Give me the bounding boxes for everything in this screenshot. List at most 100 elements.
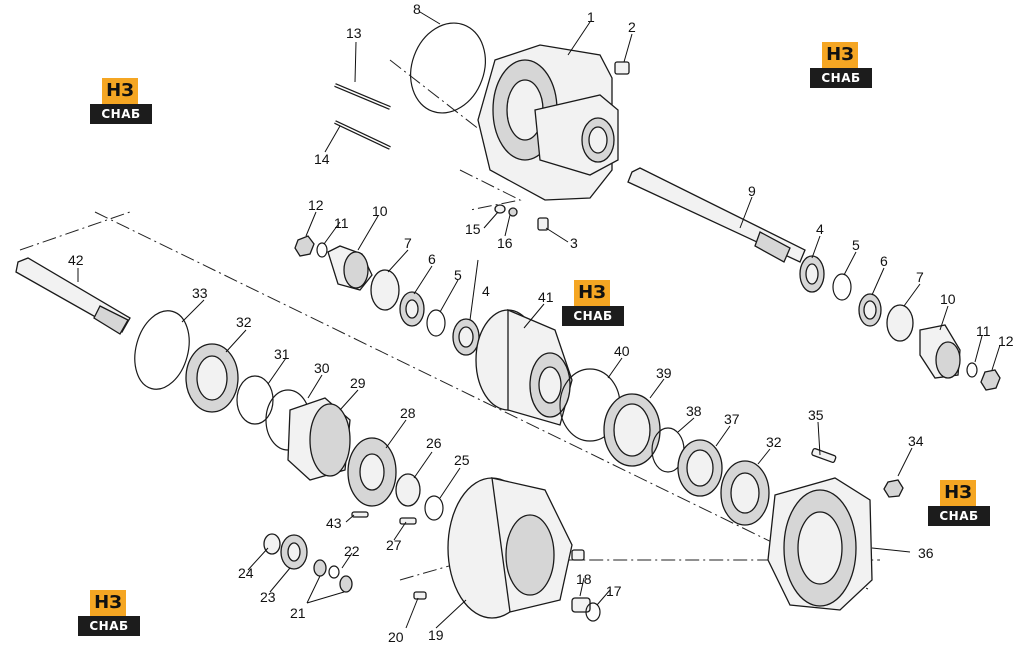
part-41-hub-carrier [475,309,573,426]
callout-10-right: 10 [940,291,956,307]
callout-15: 15 [465,221,481,237]
callout-41: 41 [538,289,554,305]
logo-mark: НЗ [574,280,610,306]
part-27-bolt [399,517,417,525]
callout-9: 9 [748,183,756,199]
callout-31: 31 [274,346,290,362]
watermark-logo: НЗ СНАБ [928,470,990,528]
callout-38: 38 [686,403,702,419]
callout-10-left: 10 [372,203,388,219]
part-28-gear [347,437,397,507]
part-43-pin [351,511,369,518]
part-31-ring [236,375,274,425]
part-39-seal [603,393,661,467]
logo-text: СНАБ [90,104,152,124]
part-10-flange-right [919,324,961,379]
part-8-o-ring [410,22,486,114]
callout-28: 28 [400,405,416,421]
part-15-washer [494,204,506,214]
part-7-shim-right [886,304,914,342]
callout-42: 42 [68,252,84,268]
callout-16: 16 [497,235,513,251]
part-7-shim-left [370,269,400,311]
part-22-spacer [328,565,340,579]
logo-mark: НЗ [822,42,858,68]
logo-mark: НЗ [940,480,976,506]
part-19-planet-carrier [447,477,573,619]
part-4-bearing-left [452,318,480,356]
watermark-logo: НЗ СНАБ [78,580,140,638]
part-20-bolt [413,591,427,600]
callout-27: 27 [386,537,402,553]
callout-22: 22 [344,543,360,559]
callout-7-right: 7 [916,269,924,285]
part-21-roller-bearing-a [313,559,327,577]
watermark-logo: НЗ СНАБ [810,32,872,90]
callout-19: 19 [428,627,444,643]
callout-32-right: 32 [766,434,782,450]
part-1-axle-housing [477,44,619,201]
part-14-stud [334,120,391,150]
part-33-o-ring [134,310,190,390]
part-17-o-ring [585,602,601,622]
part-12-nut-left [294,235,315,257]
assembly-axis-lower [19,211,131,251]
part-21-roller-bearing-b [339,575,353,593]
part-16-nut [508,207,518,217]
part-42-input-shaft [15,257,131,335]
callout-13: 13 [346,25,362,41]
part-32-bearing-left [185,343,239,413]
callout-33: 33 [192,285,208,301]
logo-text: СНАБ [78,616,140,636]
callout-20: 20 [388,629,404,645]
callout-17: 17 [606,583,622,599]
watermark-logo: НЗ СНАБ [562,270,624,328]
callout-3: 3 [570,235,578,251]
callout-23: 23 [260,589,276,605]
part-11-o-ring-left [316,242,328,258]
part-2-plug-top [614,61,630,75]
callout-1: 1 [587,9,595,25]
callout-6-left: 6 [428,251,436,267]
part-9-axle-shaft [627,167,806,263]
callout-43: 43 [326,515,342,531]
callout-12-left: 12 [308,197,324,213]
callout-18: 18 [576,571,592,587]
part-2-plug-bottom [571,549,585,561]
callout-36: 36 [918,545,934,561]
part-13-stud [334,83,391,110]
callout-39: 39 [656,365,672,381]
callout-6-right: 6 [880,253,888,269]
part-29-ring-gear [287,397,351,481]
callout-35: 35 [808,407,824,423]
callout-labels: 1 2 3 4 4 5 5 6 6 7 7 8 9 10 10 11 11 12… [68,1,1014,645]
part-12-nut-right [980,369,1001,391]
callout-12-right: 12 [998,333,1014,349]
callout-37: 37 [724,411,740,427]
logo-text: СНАБ [810,68,872,88]
part-23-planet-gear [280,534,308,570]
part-6-seal-right [858,293,882,327]
logo-mark: НЗ [102,78,138,104]
callout-30: 30 [314,360,330,376]
callout-8: 8 [413,1,421,17]
part-32-bearing-right [720,460,770,526]
part-26-thrust-washer [395,473,421,507]
part-34-wheel-nut [883,479,904,498]
part-3-fitting [537,217,549,231]
callout-14: 14 [314,151,330,167]
callout-32-left: 32 [236,314,252,330]
callout-21: 21 [290,605,306,621]
callout-11-right: 11 [976,323,991,339]
watermark-logo: НЗ СНАБ [90,68,152,126]
callout-5-left: 5 [454,267,462,283]
callout-34: 34 [908,433,924,449]
callout-29: 29 [350,375,366,391]
part-36-wheel-hub [767,477,873,611]
part-10-flange-left [327,245,373,291]
callout-26: 26 [426,435,442,451]
callout-25: 25 [454,452,470,468]
part-37-seal-ring [677,439,723,497]
part-18-plug [571,597,591,613]
